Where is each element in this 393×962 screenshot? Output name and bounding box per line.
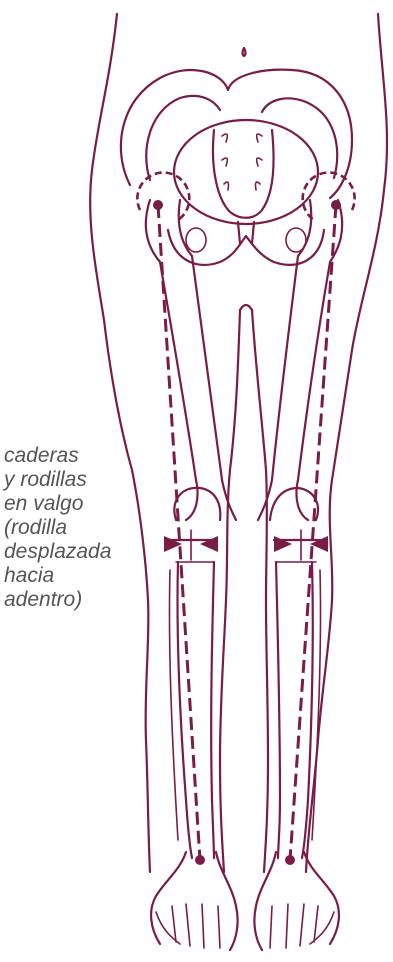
hip-joints: [137, 173, 354, 220]
caption-line: (rodilla: [4, 516, 144, 540]
tibia-bones: [169, 562, 320, 858]
caption-line: adentro): [4, 588, 144, 612]
caption-line: caderas: [4, 444, 144, 468]
pelvis: [121, 48, 352, 265]
body-outline: [90, 14, 387, 872]
feet: [151, 852, 339, 950]
valgus-caption: caderas y rodillas en valgo (rodilla des…: [4, 444, 144, 612]
caption-line: hacia: [4, 564, 144, 588]
knee-joints: [164, 488, 328, 562]
caption-line: y rodillas: [4, 468, 144, 492]
caption-line: desplazada: [4, 540, 144, 564]
caption-line: en valgo: [4, 492, 144, 516]
